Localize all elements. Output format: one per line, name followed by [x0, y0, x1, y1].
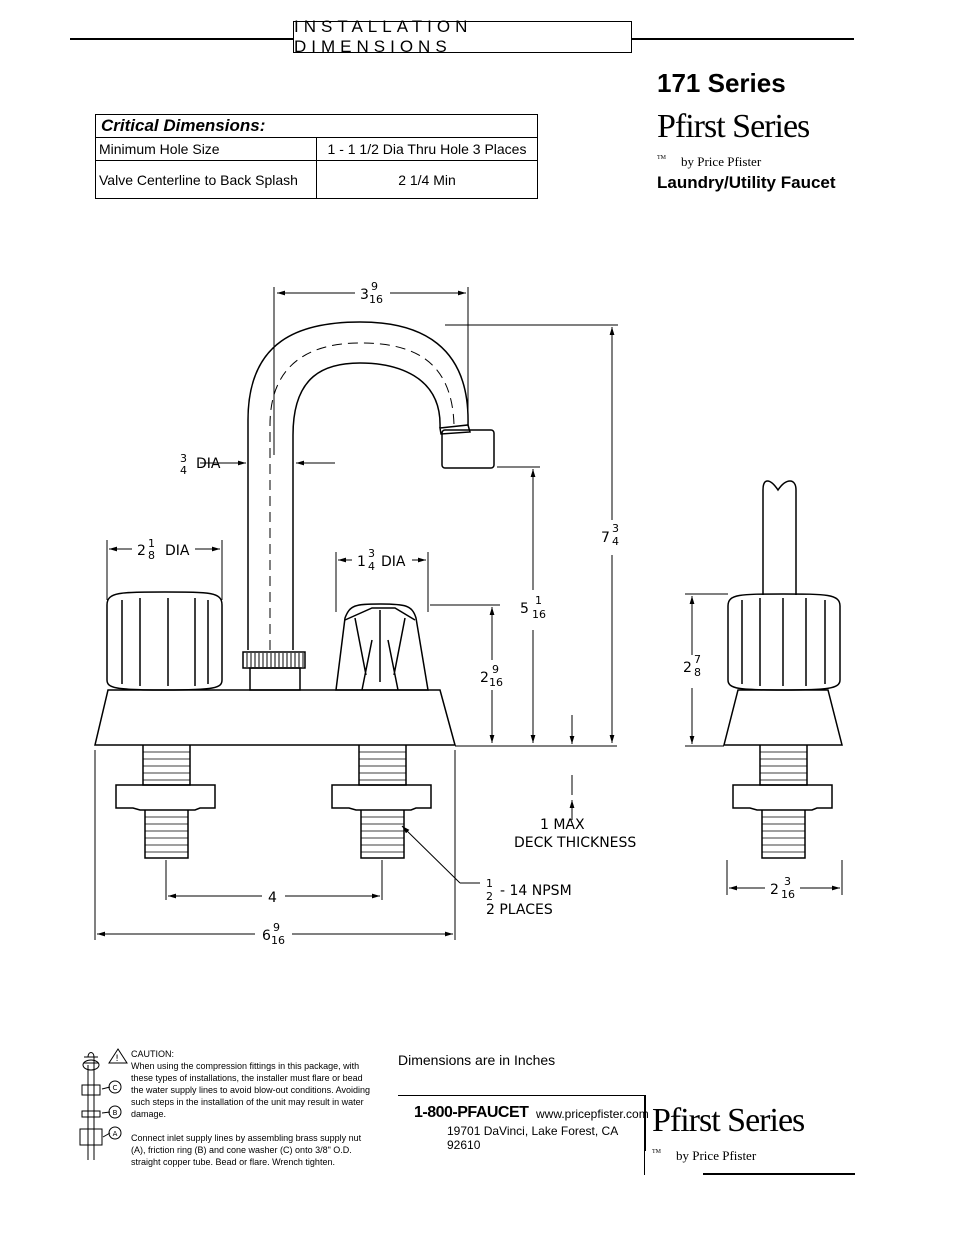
- dim-spout-reach-den: 16: [369, 293, 383, 306]
- fitting-label-b: B: [113, 1109, 118, 1117]
- warning-icon: !: [115, 1054, 119, 1064]
- dim-handle-small-den: 4: [368, 560, 375, 573]
- brand-logo-main: Pfirst Series: [657, 108, 810, 145]
- faucet-base: [94, 689, 456, 746]
- dim-base-width-den: 16: [271, 934, 285, 947]
- dim-handle-dia-den: 8: [148, 549, 155, 562]
- contact-box: 1-800-PFAUCET www.pricepfister.com 19701…: [398, 1095, 649, 1152]
- left-shank: [115, 745, 216, 859]
- dim-thread-den: 2: [486, 890, 493, 903]
- left-handle: [106, 591, 223, 691]
- dim-spout-dia-num: 3: [180, 452, 187, 465]
- right-handle: [335, 603, 429, 691]
- dim-side-depth-den: 16: [781, 888, 795, 901]
- brand-logo: Pfirst Series TM by Price Pfister: [657, 108, 817, 169]
- dim-spout-height-whole: 5: [520, 601, 529, 617]
- dim-base-width-num: 9: [273, 921, 280, 934]
- dim-spout-height-num: 1: [535, 594, 542, 607]
- critical-dimensions-table: Critical Dimensions: Minimum Hole Size 1…: [95, 114, 538, 199]
- dim-deck-thickness: DECK THICKNESS: [514, 835, 636, 851]
- caution-text-2: Connect inlet supply lines by assembling…: [131, 1133, 362, 1167]
- dim-handle-dia-num: 1: [148, 537, 155, 550]
- address: 19701 DaVinci, Lake Forest, CA 92610: [447, 1124, 618, 1152]
- supply-fitting-illustration: C B A !: [79, 1048, 128, 1160]
- dim-spout-height-den: 16: [532, 608, 546, 621]
- units-note: Dimensions are in Inches: [398, 1052, 556, 1068]
- dim-handle-height-whole: 2: [480, 670, 489, 686]
- brand-logo-sub: by Price Pfister: [681, 154, 762, 169]
- footer-brand-logo: Pfirst Series TM by Price Pfister: [652, 1102, 812, 1163]
- product-name: Laundry/Utility Faucet: [657, 173, 836, 192]
- dim-handle-dia-whole: 2: [137, 543, 146, 559]
- footer-rule: [703, 1173, 855, 1175]
- page-title: INSTALLATION DIMENSIONS: [293, 17, 632, 56]
- header-rule-right: [632, 38, 854, 40]
- dim-side-depth-num: 3: [784, 875, 791, 888]
- header-rule-left: [70, 38, 293, 40]
- dim-handle-height-num: 9: [492, 663, 499, 676]
- right-shank: [331, 745, 432, 859]
- spout: [247, 321, 495, 650]
- dim-handle-dia-label: DIA: [165, 543, 190, 559]
- table-row-label: Valve Centerline to Back Splash: [95, 160, 317, 199]
- dim-base-width-whole: 6: [262, 928, 271, 944]
- spout-collar: [242, 651, 306, 669]
- dim-spout-dia-den: 4: [180, 464, 187, 477]
- dim-height-den: 4: [612, 535, 619, 548]
- website: www.pricepfister.com: [536, 1107, 649, 1121]
- dim-handle-small-label: DIA: [381, 554, 406, 570]
- dim-centers: 4: [268, 890, 277, 906]
- dim-height-whole: 7: [601, 530, 610, 546]
- caution-text-1: When using the compression fittings in t…: [131, 1061, 370, 1119]
- dim-spout-reach-whole: 3: [360, 287, 369, 303]
- phone-number: 1-800-PFAUCET: [414, 1104, 529, 1121]
- footer-brand-sub: by Price Pfister: [676, 1148, 757, 1163]
- table-row-value: 2 1/4 Min: [316, 160, 538, 199]
- table-row-value: 1 - 1 1/2 Dia Thru Hole 3 Places: [316, 137, 538, 161]
- critical-dimensions-heading: Critical Dimensions:: [95, 114, 538, 138]
- dim-thread-num: 1: [486, 877, 493, 890]
- dim-handle-small-num: 3: [368, 547, 375, 560]
- dim-deck-max: 1 MAX: [540, 817, 585, 833]
- series-title: 171 Series: [657, 68, 786, 98]
- caution-title: CAUTION:: [131, 1049, 175, 1059]
- dim-spout-dia-label: DIA: [196, 456, 221, 472]
- dim-height-num: 3: [612, 522, 619, 535]
- dim-side-handle-whole: 2: [683, 660, 692, 676]
- dim-handle-small-whole: 1: [357, 554, 366, 570]
- dim-spout-reach-num: 9: [371, 280, 378, 293]
- footer-brand-tm: TM: [652, 1149, 661, 1155]
- dim-side-depth-whole: 2: [770, 882, 779, 898]
- dim-thread-size: - 14 NPSM: [500, 883, 572, 899]
- dim-side-handle-num: 7: [694, 653, 701, 666]
- faucet-dimension-drawing: 3 9 16 3 4 DIA 2 1 8 DIA 1 3 4 DIA 7 3 4…: [94, 280, 843, 947]
- caution-note: CAUTION: When using the compression fitt…: [131, 1048, 376, 1168]
- dim-thread-places: 2 PLACES: [486, 902, 553, 918]
- fitting-label-a: A: [113, 1130, 118, 1138]
- dim-handle-height-den: 16: [489, 676, 503, 689]
- brand-logo-tm: TM: [657, 155, 666, 161]
- footer-brand-main: Pfirst Series: [652, 1102, 805, 1139]
- footer-box-frame: [644, 1095, 645, 1175]
- side-view: [723, 480, 843, 859]
- fitting-label-c: C: [113, 1084, 118, 1092]
- dim-side-handle-den: 8: [694, 666, 701, 679]
